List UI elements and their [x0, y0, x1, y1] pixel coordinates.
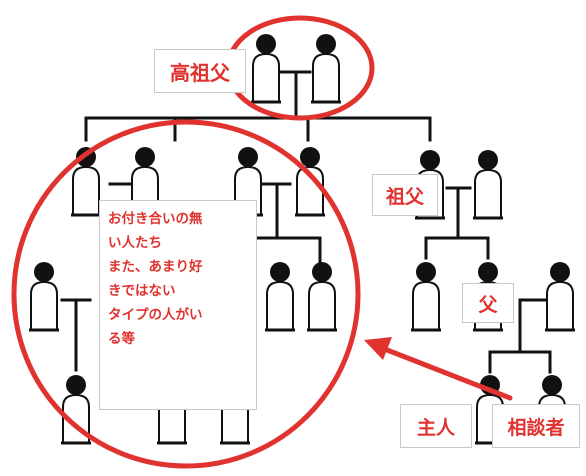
label-consultant: 相談者	[492, 404, 580, 448]
person-figure-icon	[545, 262, 575, 332]
relatives-note-box: お付き合いの無 い人たち また、あまり好 きではない タイプの人がい る等	[99, 200, 257, 410]
person-figure-icon	[307, 262, 337, 332]
highlight-circle-great-grandfather	[225, 15, 375, 121]
note-line: また、あまり好	[108, 259, 203, 275]
note-line: い人たち	[108, 235, 162, 251]
person-figure-icon	[71, 147, 101, 217]
label-father: 父	[462, 283, 514, 323]
note-line: お付き合いの無	[108, 211, 203, 227]
person-figure-icon	[251, 34, 281, 104]
label-grandfather: 祖父	[372, 174, 438, 216]
person-figure-icon	[295, 147, 325, 217]
note-line: る等	[108, 331, 135, 347]
label-great-grandfather: 高祖父	[154, 49, 246, 93]
person-figure-icon	[473, 150, 503, 220]
note-line: きではない	[108, 283, 176, 299]
highlight-circle-relatives	[11, 119, 361, 469]
person-figure-icon	[311, 34, 341, 104]
person-figure-icon	[265, 262, 295, 332]
person-figure-icon	[411, 262, 441, 332]
person-figure-icon	[29, 262, 59, 332]
pointer-arrow	[364, 337, 513, 401]
label-husband: 主人	[400, 404, 472, 448]
note-line: タイプの人がい	[108, 307, 203, 323]
